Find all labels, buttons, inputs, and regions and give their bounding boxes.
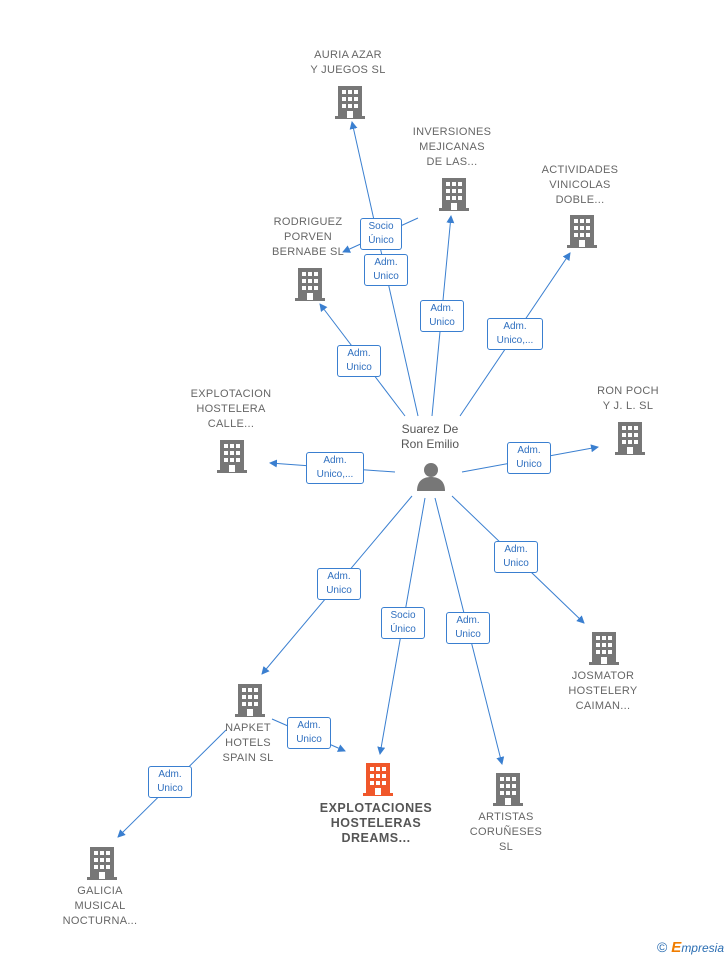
node-label-artistas[interactable]: ARTISTAS CORUÑESES SL	[469, 811, 543, 853]
person-icon[interactable]	[416, 461, 446, 491]
edge-label-inversiones[interactable]: Adm. Unico	[420, 300, 464, 332]
edge-label-rodriguez-socio[interactable]: Socio Único	[360, 218, 402, 250]
building-icon-josmator[interactable]	[588, 630, 620, 666]
node-label-actividades[interactable]: ACTIVIDADES VINICOLAS DOBLE...	[541, 164, 619, 206]
edge-label-napket[interactable]: Adm. Unico	[317, 568, 361, 600]
building-icon-galicia[interactable]	[86, 845, 118, 881]
brand-e: E	[671, 939, 682, 956]
building-icon-dreams[interactable]	[362, 761, 394, 797]
edge-label-artistas[interactable]: Adm. Unico	[446, 612, 490, 644]
node-label-ronpoch[interactable]: RON POCH Y J. L. SL	[597, 385, 659, 412]
node-label-inversiones[interactable]: INVERSIONES MEJICANAS DE LAS...	[412, 126, 492, 168]
building-icon-inversiones[interactable]	[438, 176, 470, 212]
edge-label-napket-galicia[interactable]: Adm. Unico	[148, 766, 192, 798]
building-icon-artistas[interactable]	[492, 771, 524, 807]
edge-label-dreams[interactable]: Socio Único	[381, 607, 425, 639]
building-icon-auria[interactable]	[334, 84, 366, 120]
node-label-explotacion-calle[interactable]: EXPLOTACION HOSTELERA CALLE...	[190, 388, 272, 430]
edge-label-calle[interactable]: Adm. Unico,...	[306, 452, 364, 484]
building-icon-rodriguez[interactable]	[294, 266, 326, 302]
edge-label-auria[interactable]: Adm. Unico	[364, 254, 408, 286]
footer-brand: ©Empresia	[657, 939, 724, 956]
edge-label-rodriguez-adm[interactable]: Adm. Unico	[337, 345, 381, 377]
edge-label-napket-dreams[interactable]: Adm. Unico	[287, 717, 331, 749]
building-icon-actividades[interactable]	[566, 213, 598, 249]
edge-label-actividades[interactable]: Adm. Unico,...	[487, 318, 543, 350]
node-label-napket[interactable]: NAPKET HOTELS SPAIN SL	[222, 722, 274, 764]
center-person-label: Suarez De Ron Emilio	[400, 422, 460, 451]
node-label-auria[interactable]: AURIA AZAR Y JUEGOS SL	[310, 49, 386, 76]
building-icon-ronpoch[interactable]	[614, 420, 646, 456]
edge-label-josmator[interactable]: Adm. Unico	[494, 541, 538, 573]
copyright-icon: ©	[656, 939, 668, 955]
brand-rest: mpresia	[681, 941, 724, 955]
node-label-dreams[interactable]: EXPLOTACIONES HOSTELERAS DREAMS...	[319, 801, 433, 845]
node-label-rodriguez[interactable]: RODRIGUEZ PORVEN BERNABE SL	[271, 216, 345, 258]
node-label-josmator[interactable]: JOSMATOR HOSTELERY CAIMAN...	[568, 670, 638, 712]
node-label-galicia[interactable]: GALICIA MUSICAL NOCTURNA...	[62, 885, 138, 927]
building-icon-napket[interactable]	[234, 682, 266, 718]
building-icon-explotacion-calle[interactable]	[216, 438, 248, 474]
edge-label-ronpoch[interactable]: Adm. Unico	[507, 442, 551, 474]
